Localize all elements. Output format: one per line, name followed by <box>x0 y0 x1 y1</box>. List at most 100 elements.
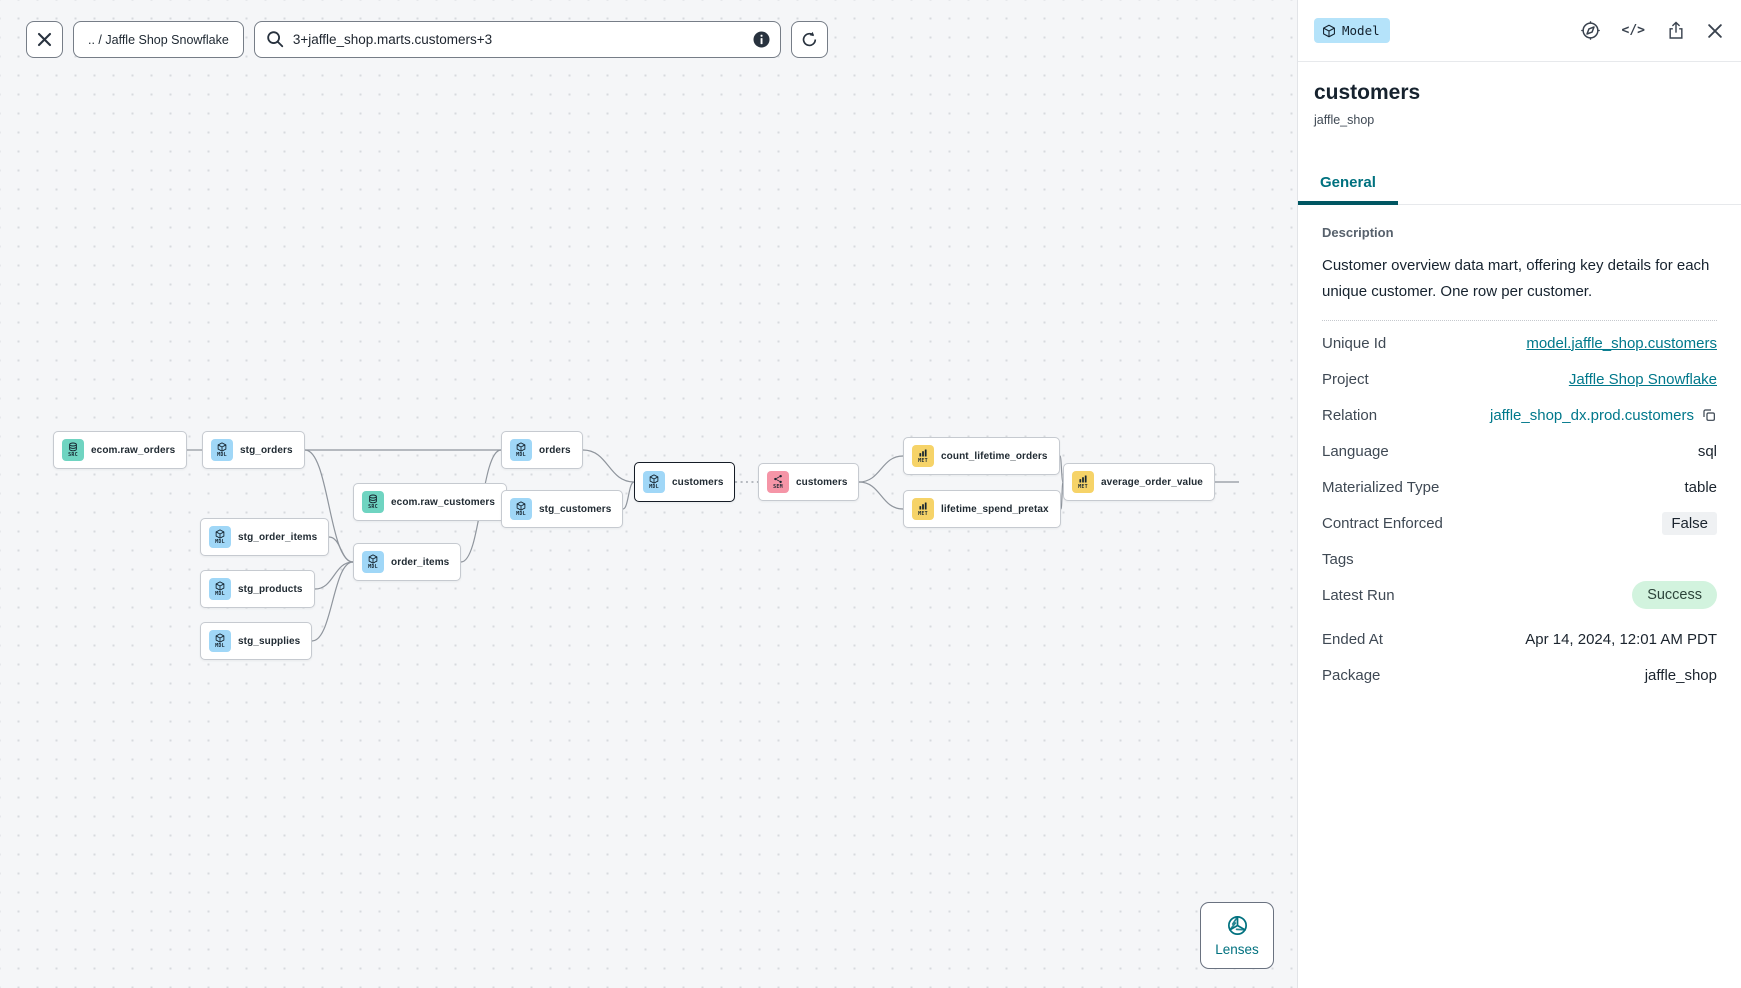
description-label: Description <box>1322 225 1394 240</box>
graph-node-raw_customers[interactable]: SRC ecom.raw_customers <box>353 483 508 521</box>
semantic-model-icon: SEM <box>767 471 789 493</box>
graph-node-orders[interactable]: MDL orders <box>501 431 583 469</box>
graph-node-stg_supplies[interactable]: MDL stg_supplies <box>200 622 313 660</box>
detail-row: Language sql <box>1322 433 1717 469</box>
details-panel: Model </> c <box>1297 0 1741 988</box>
breadcrumb[interactable]: .. / Jaffle Shop Snowflake <box>73 21 244 58</box>
close-graph-button[interactable] <box>26 21 63 58</box>
field-value-link[interactable]: jaffle_shop_dx.prod.customers <box>1489 406 1694 424</box>
refresh-button[interactable] <box>791 21 828 58</box>
source-icon: SRC <box>362 491 384 513</box>
lenses-aperture-icon <box>1227 916 1247 935</box>
panel-tabs: General <box>1298 164 1741 205</box>
model-icon: MDL <box>643 471 665 493</box>
status-badge: Success <box>1632 581 1717 609</box>
code-icon[interactable]: </> <box>1621 23 1645 38</box>
model-icon: MDL <box>209 630 231 652</box>
field-label: Project <box>1322 370 1369 388</box>
node-label: customers <box>672 476 724 488</box>
refresh-icon <box>802 31 817 47</box>
node-label: stg_order_items <box>238 531 318 543</box>
field-value-link[interactable]: Jaffle Shop Snowflake <box>1568 370 1717 388</box>
detail-row: Tags <box>1322 541 1717 577</box>
tab-general[interactable]: General <box>1298 164 1398 205</box>
search-input[interactable] <box>253 21 781 58</box>
node-label: customers <box>796 476 848 488</box>
graph-node-average_order_value[interactable]: MET average_order_value <box>1063 463 1215 501</box>
node-label: order_items <box>391 556 450 568</box>
page-subtitle: jaffle_shop <box>1314 113 1375 127</box>
node-label: stg_supplies <box>238 635 301 647</box>
field-value: table <box>1684 478 1717 496</box>
field-label: Relation <box>1322 406 1378 424</box>
model-icon: MDL <box>209 526 231 548</box>
page-title: customers <box>1314 81 1421 104</box>
model-icon: MDL <box>362 551 384 573</box>
graph-node-stg_order_items[interactable]: MDL stg_order_items <box>200 518 330 556</box>
field-label: Package <box>1322 666 1381 684</box>
graph-node-stg_orders[interactable]: MDL stg_orders <box>202 431 305 469</box>
explore-compass-icon[interactable] <box>1580 20 1601 41</box>
graph-toolbar: .. / Jaffle Shop Snowflake <box>26 21 828 58</box>
graph-node-customers[interactable]: MDL customers <box>634 462 736 502</box>
close-icon <box>37 32 52 47</box>
search-icon <box>267 31 284 48</box>
metric-icon: MET <box>912 445 934 467</box>
model-icon: MDL <box>211 439 233 461</box>
search-bar <box>253 21 781 58</box>
node-label: stg_customers <box>539 503 612 515</box>
node-label: ecom.raw_orders <box>91 444 176 456</box>
model-icon: MDL <box>209 578 231 600</box>
field-label: Contract Enforced <box>1322 514 1443 532</box>
divider <box>1322 320 1717 321</box>
model-icon: MDL <box>510 498 532 520</box>
resource-type-badge: Model <box>1314 18 1390 43</box>
node-label: lifetime_spend_pretax <box>941 503 1049 515</box>
detail-row: Contract Enforced False <box>1322 505 1717 541</box>
node-label: count_lifetime_orders <box>941 450 1048 462</box>
graph-node-lifetime_spend_pretax[interactable]: MET lifetime_spend_pretax <box>903 490 1061 528</box>
graph-node-raw_orders[interactable]: SRC ecom.raw_orders <box>53 431 188 469</box>
node-label: average_order_value <box>1101 476 1203 488</box>
detail-row: Project Jaffle Shop Snowflake <box>1322 361 1717 397</box>
field-label: Unique Id <box>1322 334 1387 352</box>
lenses-button[interactable]: Lenses <box>1200 902 1274 969</box>
copy-icon[interactable] <box>1701 407 1717 423</box>
graph-node-customers_sem[interactable]: SEM customers <box>758 463 860 501</box>
detail-row: Relation jaffle_shop_dx.prod.customers <box>1322 397 1717 433</box>
node-label: orders <box>539 444 571 456</box>
info-icon[interactable] <box>753 31 770 48</box>
contract-badge: False <box>1662 511 1717 535</box>
field-value: sql <box>1697 442 1717 460</box>
panel-header: Model </> <box>1298 0 1741 62</box>
model-cube-icon <box>1323 24 1335 37</box>
lenses-label: Lenses <box>1215 942 1259 957</box>
field-label: Tags <box>1322 550 1354 568</box>
field-value: jaffle_shop <box>1644 666 1717 684</box>
graph-node-stg_products[interactable]: MDL stg_products <box>200 570 315 608</box>
graph-node-count_lifetime_orders[interactable]: MET count_lifetime_orders <box>903 437 1060 475</box>
node-label: stg_products <box>238 583 303 595</box>
graph-node-stg_customers[interactable]: MDL stg_customers <box>501 490 624 528</box>
metric-icon: MET <box>1072 471 1094 493</box>
metric-icon: MET <box>912 498 934 520</box>
model-icon: MDL <box>510 439 532 461</box>
field-value-link[interactable]: model.jaffle_shop.customers <box>1526 334 1717 352</box>
graph-node-order_items[interactable]: MDL order_items <box>353 543 462 581</box>
field-label: Latest Run <box>1322 586 1395 604</box>
detail-row: Materialized Type table <box>1322 469 1717 505</box>
detail-row: Unique Id model.jaffle_shop.customers <box>1322 325 1717 361</box>
description-text: Customer overview data mart, offering ke… <box>1322 257 1710 300</box>
node-label: ecom.raw_customers <box>391 496 496 508</box>
detail-row: Package jaffle_shop <box>1322 657 1717 693</box>
detail-row: Latest Run Success <box>1322 577 1717 613</box>
source-icon: SRC <box>62 439 84 461</box>
share-icon[interactable] <box>1666 20 1686 41</box>
node-label: stg_orders <box>240 444 293 456</box>
field-label: Language <box>1322 442 1389 460</box>
field-label: Ended At <box>1322 630 1383 648</box>
close-panel-icon[interactable] <box>1707 23 1723 39</box>
field-label: Materialized Type <box>1322 478 1440 496</box>
